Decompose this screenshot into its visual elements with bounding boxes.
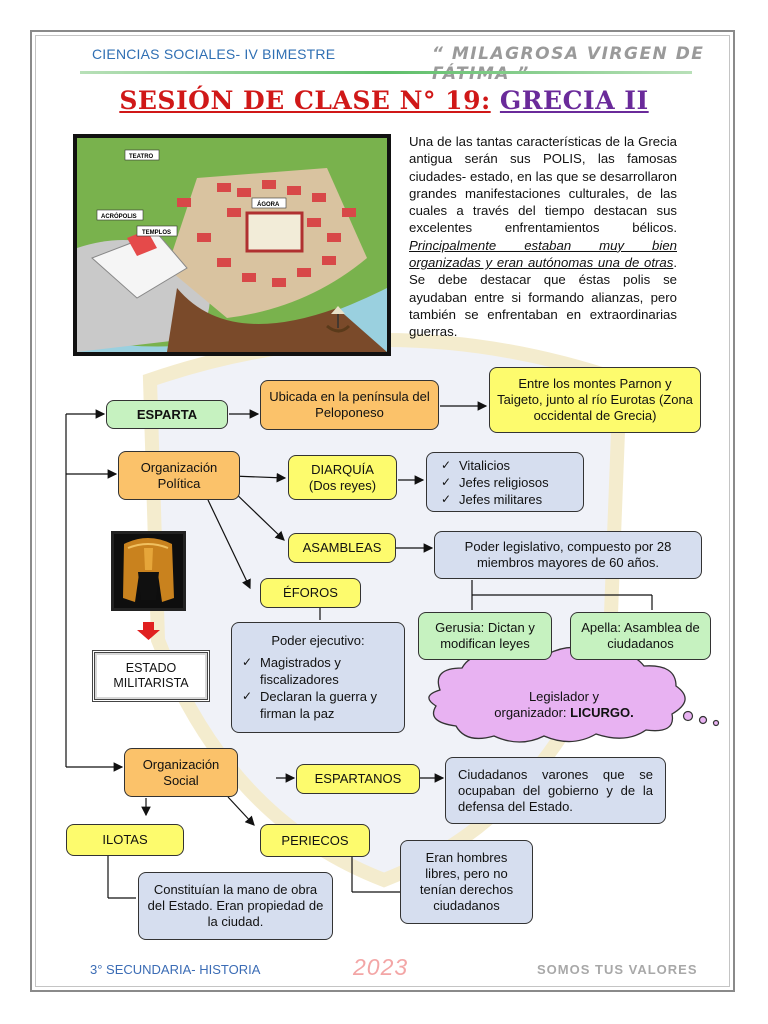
esparta-label: ESPARTA [136,406,198,422]
intro-text-a: Una de las tantas características de la … [409,134,677,236]
org-politica-label: Organización Política [140,459,218,491]
periecos-desc-box: Eran hombres libres, pero no tenían dere… [400,840,533,924]
intro-text-c: . Se debe destacar que éstas polis se ay… [409,255,677,340]
down-arrow-icon [137,622,160,640]
ilotas-desc-box: Constituían la mano de obra del Estado. … [138,872,333,940]
diarquia-title: DIARQUÍA [311,461,374,477]
title-session: SESIÓN DE CLASE N° 19: [119,86,491,115]
header-school: “ MILAGROSA VIRGEN DE FÁTIMA ” [432,44,705,84]
poder-ejecutivo-box: Poder ejecutivo: Magistrados y fiscaliza… [231,622,405,733]
diarquia-item: Jefes religiosos [441,474,549,491]
poder-ejecutivo-title: Poder ejecutivo: [271,633,365,648]
estado-militarista-box: ESTADO MILITARISTA [92,650,210,702]
diarquia-list-box: Vitalicios Jefes religiosos Jefes milita… [426,452,584,512]
illustration-label-teatro: TEATRO [129,154,154,160]
poder-legislativo-box: Poder legislativo, compuesto por 28 miem… [434,531,702,579]
gerusia-label: Gerusia: Dictan y modifican leyes [435,620,535,651]
ilotas-desc-label: Constituían la mano de obra del Estado. … [147,882,324,929]
espartanos-desc-box: Ciudadanos varones que se ocupaban del g… [445,757,666,824]
gerusia-box: Gerusia: Dictan y modifican leyes [418,612,552,660]
ilotas-box: ILOTAS [66,824,184,856]
illustration-label-templos: TEMPLOS [142,230,171,236]
apella-label: Apella: Asamblea de ciudadanos [581,620,700,651]
ilotas-label: ILOTAS [102,832,148,847]
page-title: SESIÓN DE CLASE N° 19: GRECIA II [0,86,768,115]
title-topic: GRECIA II [499,86,649,115]
periecos-desc-label: Eran hombres libres, pero no tenían dere… [419,850,514,913]
footer-grade: 3° SECUNDARIA- HISTORIA [90,962,261,977]
estado-line-2: MILITARISTA [113,676,189,690]
diarquia-list: Vitalicios Jefes religiosos Jefes milita… [441,457,549,508]
org-politica-box: Organización Política [118,451,240,500]
periecos-label: PERIECOS [281,832,349,848]
illustration-label-acropolis: ACRÓPOLIS [101,212,137,220]
montes-box: Entre los montes Parnon y Taigeto, junto… [489,367,701,433]
page-border [30,30,735,992]
diarquia-item: Vitalicios [441,457,549,474]
diarquia-box: DIARQUÍA (Dos reyes) [288,455,397,500]
diarquia-item: Jefes militares [441,491,549,508]
espartanos-label: ESPARTANOS [314,771,402,786]
spartan-helmet-image [111,531,186,611]
eforos-label: ÉFOROS [283,585,338,600]
ubicada-box: Ubicada en la península del Peloponeso [260,380,439,430]
apella-box: Apella: Asamblea de ciudadanos [570,612,711,660]
ejecutivo-item: Magistrados y fiscalizadores [242,654,394,688]
espartanos-box: ESPARTANOS [296,764,420,794]
periecos-box: PERIECOS [260,824,370,857]
ejecutivo-item: Declaran la guerra y firman la paz [242,688,394,722]
ejecutivo-list: Magistrados y fiscalizadores Declaran la… [242,654,394,722]
asambleas-box: ASAMBLEAS [288,533,396,563]
header-divider [80,71,692,74]
ubicada-label: Ubicada en la península del Peloponeso [269,389,430,420]
org-social-box: Organización Social [124,748,238,797]
eforos-box: ÉFOROS [260,578,361,608]
illustration-label-agora: ÁGORA [257,201,280,208]
estado-line-1: ESTADO [125,661,177,675]
header-subject: CIENCIAS SOCIALES- IV BIMESTRE [92,46,336,62]
diarquia-subtitle: (Dos reyes) [308,477,377,493]
esparta-box: ESPARTA [106,400,228,429]
polis-illustration: TEATRO ÁGORA ACRÓPOLIS TEMPLOS [73,134,391,356]
poder-legislativo-label: Poder legislativo, compuesto por 28 miem… [464,539,672,570]
org-social-label: Organización Social [142,756,220,788]
intro-paragraph: Una de las tantas características de la … [409,133,677,341]
footer-year: 2023 [353,954,409,980]
legislador-name: LICURGO. [570,705,634,720]
legislador-line-1: Legislador y [528,689,600,704]
espartanos-desc-label: Ciudadanos varones que se ocupaban del g… [458,766,653,814]
footer-motto: SOMOS TUS VALORES [537,962,698,977]
intro-text-underlined: Principalmente estaban muy bien organiza… [409,237,677,271]
legislador-line-2: organizador: [494,705,567,720]
legislador-cloud: Legislador y organizador: LICURGO. [433,676,695,734]
asambleas-label: ASAMBLEAS [302,540,382,555]
montes-label: Entre los montes Parnon y Taigeto, junto… [497,376,693,423]
